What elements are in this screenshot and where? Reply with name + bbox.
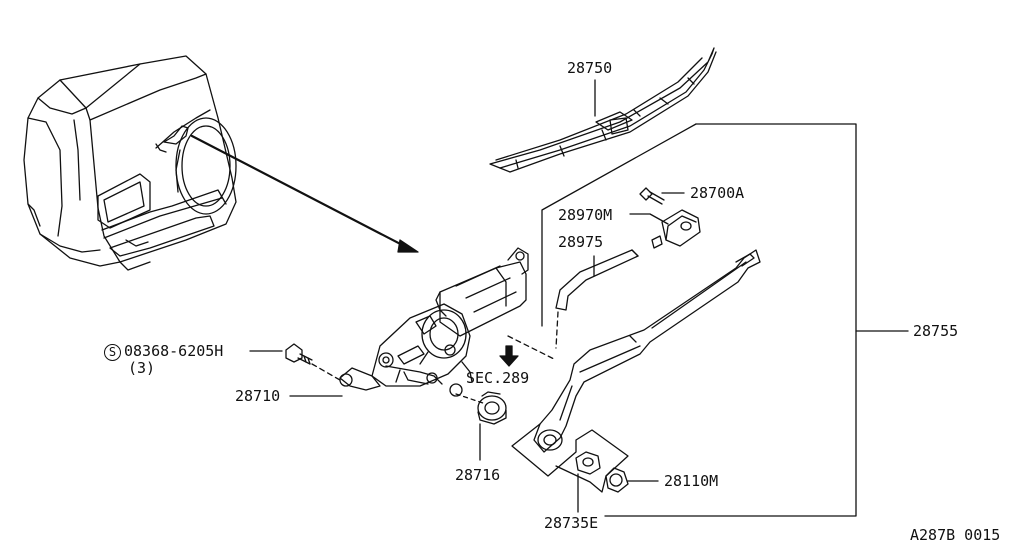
location-arrow-head bbox=[397, 239, 419, 253]
cap-28970m bbox=[651, 209, 701, 249]
figure-code: A287B 0015 bbox=[910, 526, 1001, 544]
label-28700a: 28700A bbox=[690, 184, 745, 202]
label-screw-qty: (3) bbox=[128, 359, 156, 377]
bolt-28700a bbox=[639, 187, 665, 205]
location-arrow-line bbox=[190, 134, 414, 252]
screw-08368-6205h bbox=[285, 343, 313, 365]
group-bracket-left bbox=[541, 123, 697, 327]
wiper-arm-28755 bbox=[533, 249, 761, 453]
group-bracket-28755 bbox=[604, 123, 857, 517]
cover-guide-dash bbox=[555, 311, 559, 349]
grommet-28716 bbox=[477, 391, 507, 425]
label-28735e: 28735E bbox=[544, 514, 599, 532]
leader-28970m bbox=[629, 213, 669, 225]
grommet-guide-dash bbox=[455, 393, 487, 405]
label-28110m: 28110M bbox=[664, 472, 719, 490]
s-symbol-icon: S bbox=[104, 344, 121, 361]
label-28975: 28975 bbox=[558, 233, 604, 251]
vehicle-rear-illustration bbox=[23, 55, 237, 271]
section-ref-arrow bbox=[499, 345, 519, 367]
label-section-ref: SEC.289 bbox=[466, 369, 530, 387]
label-28716: 28716 bbox=[455, 466, 501, 484]
pivot-guide-dash bbox=[507, 335, 557, 361]
nut-28735e bbox=[575, 451, 601, 475]
label-screw-number: 08368-6205H bbox=[124, 342, 224, 360]
nut-bracket bbox=[511, 423, 629, 493]
wiper-motor-assembly bbox=[339, 247, 529, 397]
label-28750: 28750 bbox=[567, 59, 613, 77]
screw-guide-dash bbox=[311, 363, 341, 381]
label-28755: 28755 bbox=[913, 322, 959, 340]
cap-nut-28110m bbox=[605, 467, 629, 493]
label-28970m: 28970M bbox=[558, 206, 613, 224]
wiper-blade-28750 bbox=[489, 47, 717, 173]
label-28710: 28710 bbox=[235, 387, 281, 405]
arm-cover-28975 bbox=[555, 249, 639, 311]
